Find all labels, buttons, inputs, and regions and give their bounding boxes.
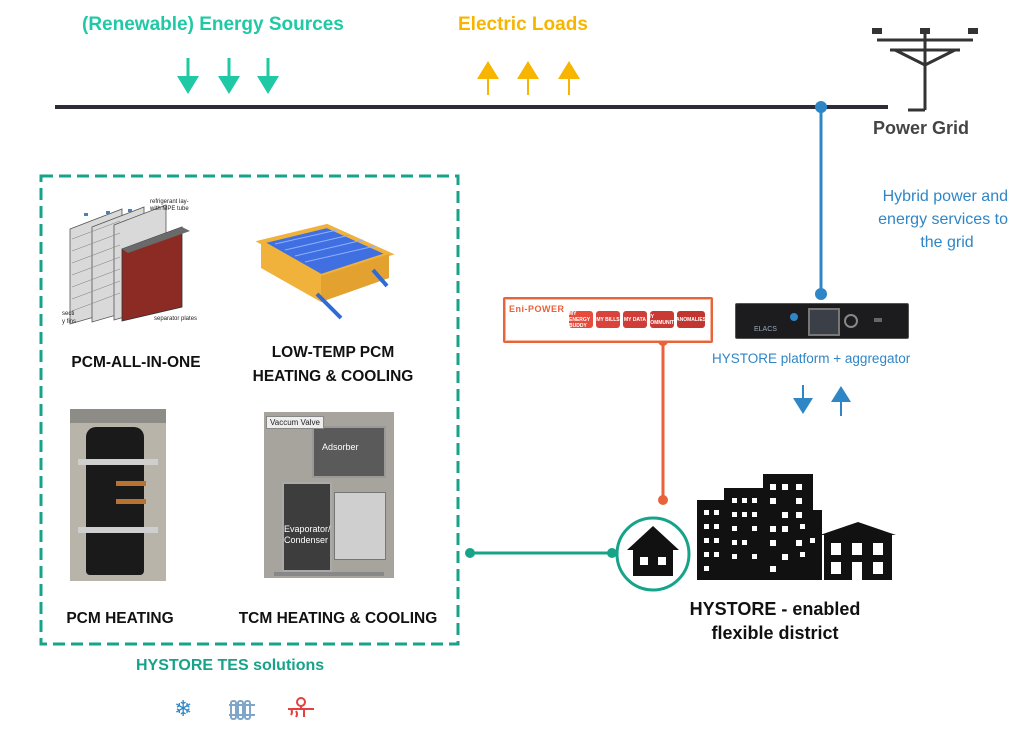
pcm-stack-illustration	[69, 204, 190, 325]
pcm-note-4: y fins	[62, 319, 77, 325]
pcm-diagram-annotation: refrigerant lay- with MPE tube	[150, 199, 189, 213]
power-pylon-icon	[872, 28, 978, 112]
source-arrows	[177, 58, 279, 94]
pcm-all-in-one-image: refrigerant lay- with MPE tube separator…	[62, 189, 212, 329]
grid-services-line2: energy services to	[878, 211, 1008, 228]
grid-services-line1: Hybrid power and	[882, 188, 1008, 205]
enipower-btn-community[interactable]: MY COMMUNITY	[647, 311, 677, 328]
tes-link	[465, 548, 617, 558]
evaporator-tag: Evaporator/ Condenser	[284, 524, 331, 546]
grid-services-line3: the grid	[920, 234, 974, 251]
district-label-line1: HYSTORE - enabled	[689, 599, 861, 619]
device-screen	[808, 308, 840, 336]
low-temp-pcm-label-line1: LOW-TEMP PCM	[271, 344, 395, 361]
enipower-app-panel: Eni-POWER MY ENERGY BUDDY MY BILLS MY DA…	[503, 297, 713, 343]
tes-box	[39, 174, 460, 646]
grid-services-text: Hybrid power and energy services to the …	[838, 185, 1008, 254]
low-temp-pcm-label: LOW-TEMP PCM HEATING & COOLING	[243, 341, 423, 389]
pcm-note-2: with MPE tube	[150, 206, 189, 212]
low-temp-pcm-image	[255, 220, 395, 325]
low-temp-pcm-label-line2: HEATING & COOLING	[252, 368, 414, 385]
pcm-heating-label: PCM HEATING	[66, 610, 174, 627]
pcm-note-1: refrigerant lay-	[150, 199, 189, 205]
pcm-note-3: separator plates	[154, 316, 198, 322]
device-status-light-icon	[790, 313, 798, 321]
heating-tap-icon	[288, 697, 314, 718]
grid-service-link	[815, 101, 827, 300]
enipower-btn-anomalies[interactable]: ANOMALIES	[676, 311, 706, 328]
enipower-btn-data[interactable]: MY DATA	[623, 311, 647, 328]
enipower-link	[658, 336, 668, 505]
enipower-btn-bills[interactable]: MY BILLS	[596, 311, 620, 328]
radiator-icon	[229, 700, 255, 720]
hystore-aggregator-device: ELACS	[735, 303, 909, 339]
pcm-note-5: secti	[62, 311, 75, 317]
pcm-heating-image	[70, 409, 166, 581]
aggregator-arrows	[793, 385, 851, 416]
device-port-icon	[874, 318, 882, 322]
power-grid-label: Power Grid	[873, 118, 970, 138]
tes-solutions-title: HYSTORE TES solutions	[136, 657, 325, 674]
tcm-heating-cooling-label: TCM HEATING & COOLING	[238, 610, 438, 627]
evaporator-tag-line2: Condenser	[284, 535, 329, 545]
evaporator-tag-line1: Evaporator/	[284, 524, 331, 534]
snowflake-icon: ❄	[174, 696, 193, 721]
adsorber-tag: Adsorber	[322, 442, 359, 452]
device-knob-icon	[844, 314, 858, 328]
district-label-line2: flexible district	[711, 623, 839, 643]
enipower-btn-energy-buddy[interactable]: MY ENERGY BUDDY	[569, 311, 593, 329]
skyline-windows	[704, 484, 883, 580]
low-temp-pcm-illustration	[255, 223, 395, 320]
electric-loads-label: Electric Loads	[458, 14, 588, 35]
enipower-logo: Eni-POWER	[509, 304, 565, 314]
district-label: HYSTORE - enabled flexible district	[655, 597, 895, 645]
device-brand: ELACS	[754, 326, 777, 333]
platform-label: HYSTORE platform + aggregator	[712, 351, 911, 366]
vacuum-valve-tag: Vaccum Valve	[266, 416, 324, 429]
energy-sources-label: (Renewable) Energy Sources	[82, 14, 344, 35]
tcm-heating-cooling-image: Vaccum Valve Adsorber Evaporator/ Conden…	[264, 412, 394, 578]
pcm-all-in-one-label: PCM-ALL-IN-ONE	[71, 354, 201, 371]
load-arrows	[477, 61, 580, 95]
